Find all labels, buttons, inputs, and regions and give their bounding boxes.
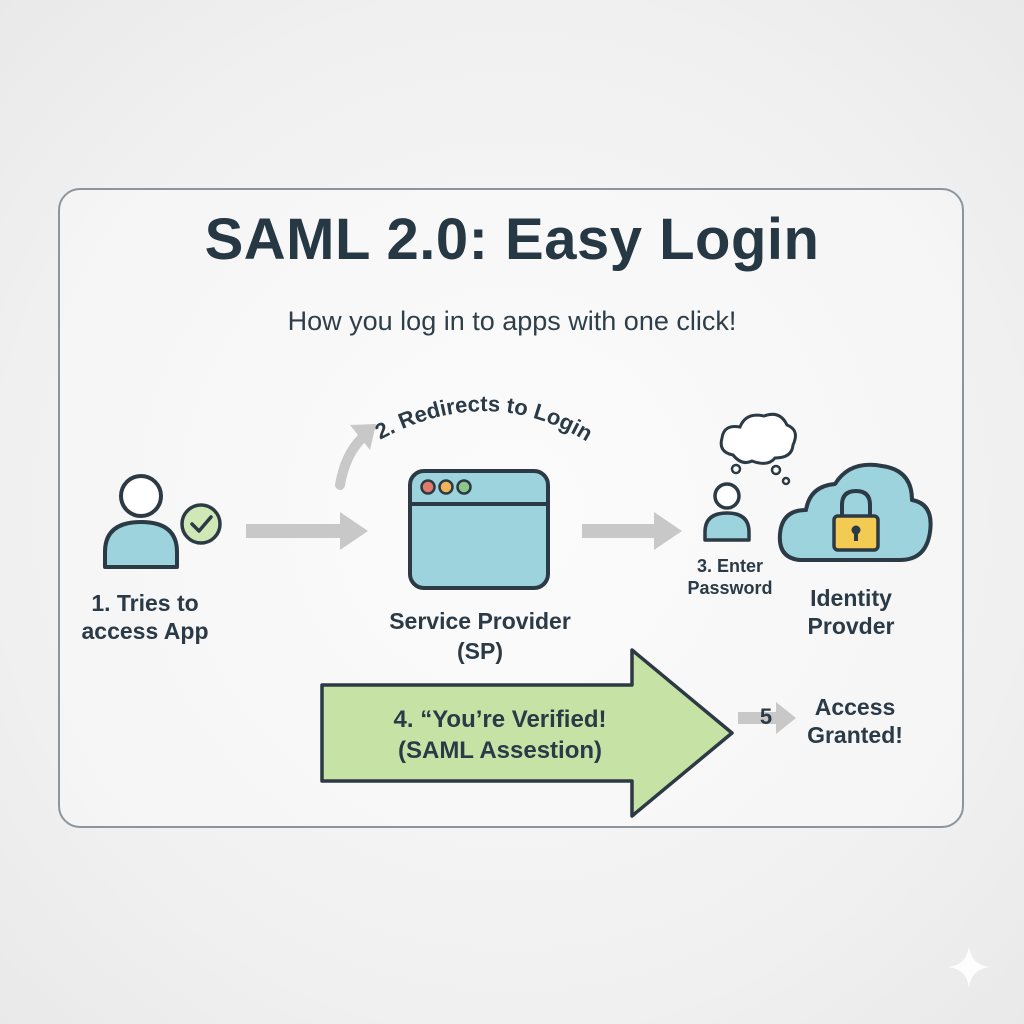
redirect-curved-arrow — [335, 424, 376, 490]
arrow-sp-to-idp — [582, 512, 682, 550]
idp-label: Identity Provder — [807, 585, 895, 639]
arrow-user-to-sp — [246, 512, 368, 550]
sparkle-icon — [948, 946, 990, 988]
step2-label: 2. Redirects to Login — [371, 391, 597, 446]
padlock-icon — [832, 488, 880, 552]
cloud-icon — [777, 462, 933, 562]
arrow-to-access — [738, 702, 796, 734]
page-title: SAML 2.0: Easy Login — [204, 207, 820, 272]
sp-label-line1: Service Provider — [389, 608, 571, 634]
step3-label: 3. Enter Password — [687, 556, 773, 598]
step1-label: 1. Tries to access App — [81, 590, 209, 644]
verified-big-arrow — [320, 648, 734, 818]
step5-label: Access Granted! — [807, 694, 903, 748]
small-user-icon — [703, 482, 751, 542]
sp-label-line2: (SP) — [457, 638, 503, 664]
page-subtitle: How you log in to apps with one click! — [287, 306, 737, 336]
thought-cloud-icon — [719, 412, 797, 486]
step5-number: 5 — [759, 704, 773, 729]
step4-label-line1: 4. “You’re Verified! — [393, 706, 607, 733]
user-icon — [103, 474, 179, 569]
check-icon — [180, 503, 222, 545]
browser-window-icon — [408, 469, 550, 590]
step4-label-line2: (SAML Assestion) — [397, 737, 603, 764]
